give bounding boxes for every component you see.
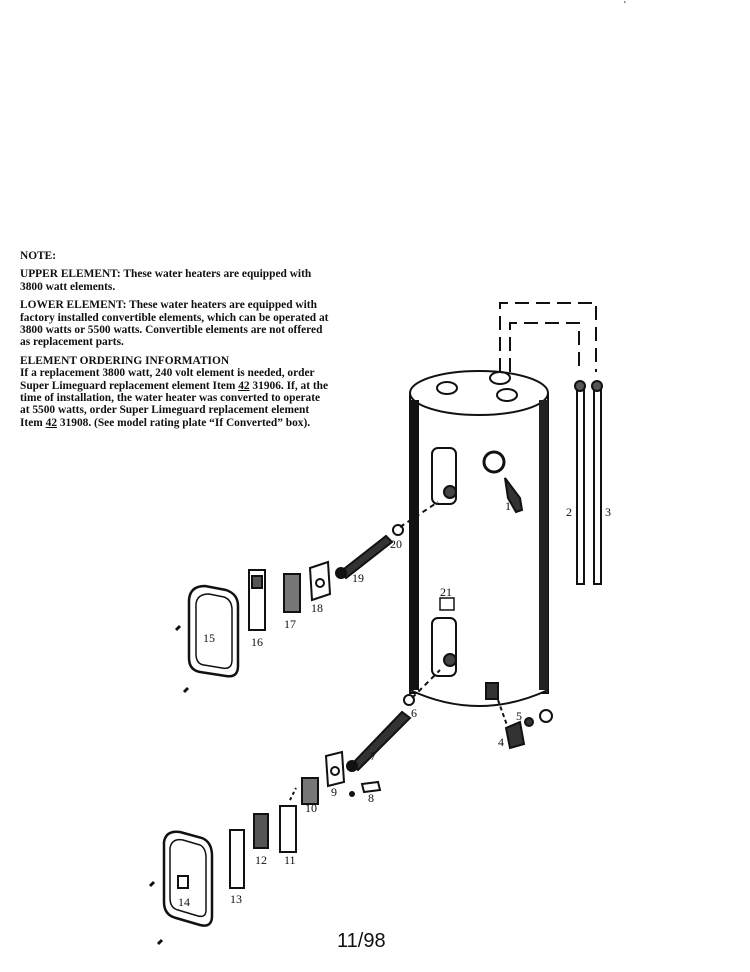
ordering-text-part-2: 31906. If, at the time of installation, …	[20, 379, 329, 429]
label-part-21: 21	[440, 585, 452, 599]
corner-mark: '	[624, 0, 626, 11]
label-part-3: 3	[605, 505, 611, 519]
lower-element-note: LOWER ELEMENT: These water heaters are e…	[20, 299, 332, 349]
item-code-1: 42	[238, 379, 250, 392]
lower-element-text: These water heaters are equipped with fa…	[20, 299, 329, 349]
label-part-20: 20	[390, 537, 402, 551]
label-part-1: 1	[505, 499, 511, 513]
item-code-2: 42	[45, 416, 58, 429]
label-part-19: 19	[352, 571, 364, 585]
water-heater-tank	[409, 370, 549, 707]
upper-element-text: These water heaters are equipped with 38…	[20, 268, 312, 293]
label-part-12: 12	[255, 853, 267, 867]
label-part-15: 15	[203, 631, 215, 645]
notes-heading: NOTE:	[20, 250, 57, 262]
label-part-6: 6	[411, 706, 417, 720]
label-part-18: 18	[311, 601, 323, 615]
label-part-16: 16	[251, 635, 263, 649]
part-number-labels: 1 2 3 4 5 6 7 8 9 10 11 12 13 14 15 16 1…	[178, 499, 611, 909]
upper-element-label: UPPER ELEMENT:	[20, 268, 121, 281]
label-part-7: 7	[370, 749, 376, 763]
lower-element-assembly	[148, 669, 441, 946]
lower-element-label: LOWER ELEMENT:	[20, 299, 127, 312]
ordering-heading: ELEMENT ORDERING INFORMATION	[20, 354, 230, 367]
label-part-17: 17	[284, 617, 296, 631]
ordering-text-part-3: 31908. (See model rating plate “If Conve…	[57, 416, 311, 429]
label-part-5: 5	[516, 709, 522, 723]
upper-element-assembly	[174, 501, 439, 694]
anode-rods	[574, 380, 603, 585]
upper-element-note: UPPER ELEMENT: These water heaters are e…	[20, 268, 332, 293]
drain-valve-assembly	[497, 699, 553, 750]
label-part-14: 14	[178, 895, 190, 909]
dashed-pipe-lines	[499, 302, 597, 372]
part-1-fitting	[504, 477, 524, 514]
label-part-11: 11	[284, 853, 296, 867]
date-code: 11/98	[337, 930, 386, 952]
label-part-8: 8	[368, 791, 374, 805]
label-part-2: 2	[566, 505, 572, 519]
label-part-13: 13	[230, 892, 242, 906]
ordering-text: If a replacement 3800 watt, 240 volt ele…	[20, 367, 332, 429]
label-part-9: 9	[331, 785, 337, 799]
label-part-4: 4	[498, 735, 504, 749]
notes-block: NOTE: UPPER ELEMENT: These water heaters…	[20, 250, 332, 429]
ordering-text-part-1: If a replacement 3800 watt, 240 volt ele…	[20, 367, 315, 392]
label-part-10: 10	[305, 801, 317, 815]
